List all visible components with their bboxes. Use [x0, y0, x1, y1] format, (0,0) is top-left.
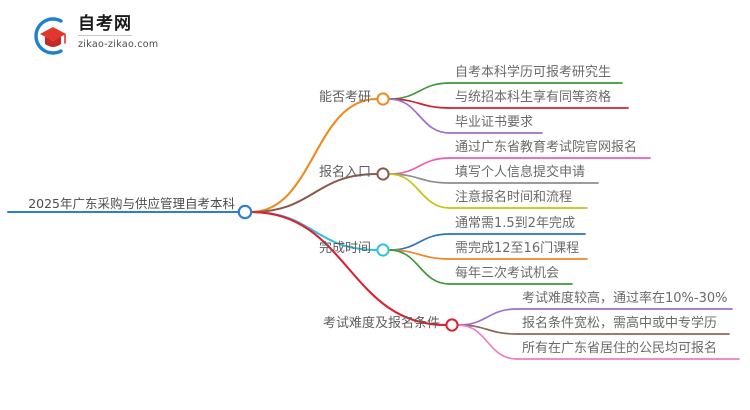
leaf-label-3-2[interactable]: 所有在广东省居住的公民均可报名 — [522, 341, 718, 356]
logo-text-block: 自考网 zikao-zikao.com — [78, 14, 206, 50]
branch-label-2[interactable]: 完成时间 — [318, 241, 371, 256]
root-label[interactable]: 2025年广东采购与供应管理自考本科 — [28, 196, 235, 211]
leaf-label-1-2[interactable]: 注意报名时间和流程 — [455, 190, 573, 205]
leaf-link-1-2 — [388, 173, 451, 209]
leaf-label-2-2[interactable]: 每年三次考试机会 — [455, 266, 560, 281]
leaf-link-3-2 — [457, 324, 518, 360]
leaf-link-2-0 — [388, 233, 451, 251]
leaf-label-0-1[interactable]: 与统招本科生享有同等资格 — [455, 90, 612, 105]
mindmap-nodes — [237, 92, 459, 332]
leaf-label-0-2[interactable]: 毕业证书要求 — [455, 115, 534, 130]
leaf-link-2-2 — [388, 249, 451, 285]
logo-mark-icon — [34, 17, 66, 55]
leaf-label-3-1[interactable]: 报名条件宽松，需高中或中专学历 — [522, 316, 718, 331]
branch-link-3 — [249, 210, 448, 327]
leaf-link-1-0 — [388, 157, 451, 175]
leaf-label-2-0[interactable]: 通常需1.5到2年完成 — [455, 216, 575, 231]
branch-label-3[interactable]: 考试难度及报名条件 — [322, 316, 440, 331]
leaf-label-3-0[interactable]: 考试难度较高，通过率在10%-30% — [522, 291, 728, 306]
branch-node-1[interactable] — [376, 167, 390, 181]
branch-node-2[interactable] — [376, 243, 390, 257]
leaf-label-1-0[interactable]: 通过广东省教育考试院官网报名 — [455, 140, 638, 155]
logo-title: 自考网 — [78, 14, 132, 36]
branch-label-0[interactable]: 能否考研 — [318, 90, 371, 105]
site-logo: 自考网 zikao-zikao.com — [28, 12, 208, 60]
leaf-link-3-0 — [457, 308, 518, 326]
branch-node-3[interactable] — [445, 318, 459, 332]
branch-label-1[interactable]: 报名入口 — [318, 165, 371, 180]
logo-domain: zikao-zikao.com — [78, 39, 159, 50]
leaf-label-0-0[interactable]: 自考本科学历可报考研究生 — [455, 65, 612, 80]
leaf-link-0-2 — [388, 98, 451, 134]
branch-link-1 — [249, 172, 379, 214]
mindmap-links — [6, 82, 740, 360]
leaf-link-0-0 — [388, 82, 451, 100]
branch-link-0 — [249, 97, 379, 214]
leaf-label-1-1[interactable]: 填写个人信息提交申请 — [455, 165, 586, 180]
root-node[interactable] — [237, 204, 253, 220]
leaf-label-2-1[interactable]: 需完成12至16门课程 — [455, 241, 580, 256]
branch-node-0[interactable] — [376, 92, 390, 106]
